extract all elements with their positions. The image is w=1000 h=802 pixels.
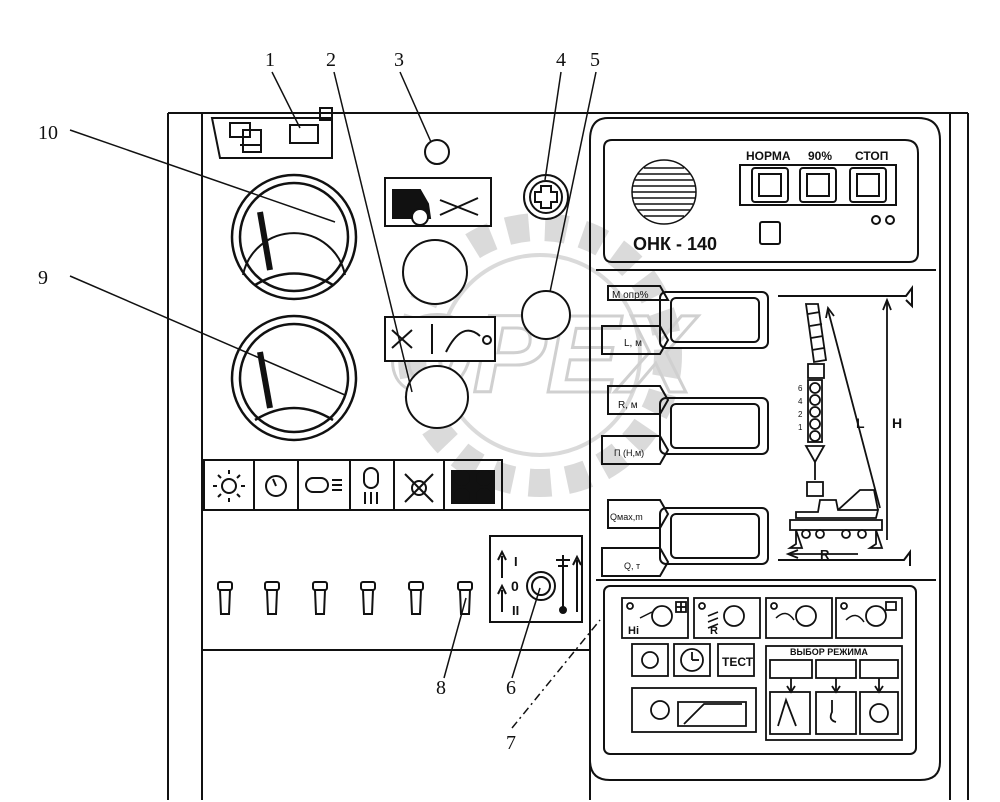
callout-7: 7 <box>506 732 516 754</box>
callout-2: 2 <box>326 49 336 71</box>
onk-title: ОНК - 140 <box>633 234 717 254</box>
plus-icon[interactable] <box>523 174 569 220</box>
round-button-c[interactable] <box>521 290 571 340</box>
sun-icon <box>213 470 245 502</box>
lamp-off-icon <box>404 473 434 503</box>
r-label: R <box>710 625 718 637</box>
toggle-knob <box>360 581 376 615</box>
callout-8: 8 <box>436 677 446 699</box>
q-t-label: Q, т <box>624 561 640 571</box>
callout-4: 4 <box>556 49 566 71</box>
section-2: 2 <box>798 410 803 419</box>
switch-pos-2: II <box>512 603 519 618</box>
toggle-knob <box>408 581 424 615</box>
qmax-label: Qмах,m <box>610 512 643 522</box>
mode-buttons-row2[interactable] <box>631 643 755 677</box>
truck-icon <box>384 177 492 227</box>
toggle-knob <box>217 581 233 615</box>
display-moment <box>601 285 769 355</box>
test-button[interactable]: ТЕСТ <box>722 655 754 669</box>
ignition-switch-panel <box>489 535 583 623</box>
toggle-knob <box>457 581 473 615</box>
callout-5: 5 <box>590 49 600 71</box>
mode-buttons-row1[interactable] <box>621 597 903 639</box>
fog-lamp-icon <box>363 467 379 504</box>
leader-lines <box>69 71 601 729</box>
onk-panel <box>589 117 941 781</box>
switch-pos-1: I <box>514 554 518 569</box>
crane-L-label: L <box>856 415 865 431</box>
section-6: 6 <box>798 384 803 393</box>
switch-pos-0: 0 <box>511 578 519 594</box>
p-hm-label: П (Н,м) <box>614 448 644 458</box>
toggle-knobs[interactable] <box>217 581 473 615</box>
outrigger-icon <box>384 316 496 362</box>
callout-3: 3 <box>394 49 404 71</box>
crane-H-label: H <box>892 415 902 431</box>
callout-10: 10 <box>38 122 58 144</box>
connector-block <box>210 107 333 159</box>
speaker-icon <box>631 159 697 225</box>
display-bracket <box>778 285 913 309</box>
round-button-a[interactable] <box>402 239 468 305</box>
switch-panel-row <box>203 459 503 511</box>
mode-select-label: ВЫБОР РЕЖИМА <box>790 647 868 657</box>
display-radius <box>601 385 769 465</box>
round-button-b[interactable] <box>405 365 469 429</box>
gauge-upper <box>230 173 358 301</box>
status-lamps <box>739 164 897 225</box>
l-m-label: L, м <box>624 338 642 349</box>
hazard-icon <box>451 470 495 504</box>
r-m-label: R, м <box>618 400 638 411</box>
pct90-label: 90% <box>808 149 832 163</box>
gauge-lower <box>230 314 358 442</box>
mode-buttons-row3[interactable] <box>631 687 757 733</box>
toggle-knob <box>264 581 280 615</box>
crane-R-label: R <box>820 547 830 562</box>
callout-6: 6 <box>506 677 516 699</box>
m-opr-label: М опр% <box>612 290 649 301</box>
section-4: 4 <box>798 397 803 406</box>
callout-9: 9 <box>38 267 48 289</box>
mode-select-group[interactable] <box>765 645 903 741</box>
section-1: 1 <box>798 423 803 432</box>
reset-button[interactable] <box>759 221 781 245</box>
headlight-icon <box>305 477 342 493</box>
display-load <box>601 499 769 577</box>
stop-label: СТОП <box>855 149 888 163</box>
mode-control-box <box>603 585 917 755</box>
toggle-knob <box>312 581 328 615</box>
crane-illustration <box>785 297 892 559</box>
function-icons <box>639 611 865 629</box>
hi-label: Hi <box>628 625 639 637</box>
norma-label: НОРМА <box>746 149 791 163</box>
dial-icon <box>265 475 287 497</box>
callout-1: 1 <box>265 49 275 71</box>
indicator-lamp <box>424 139 450 165</box>
